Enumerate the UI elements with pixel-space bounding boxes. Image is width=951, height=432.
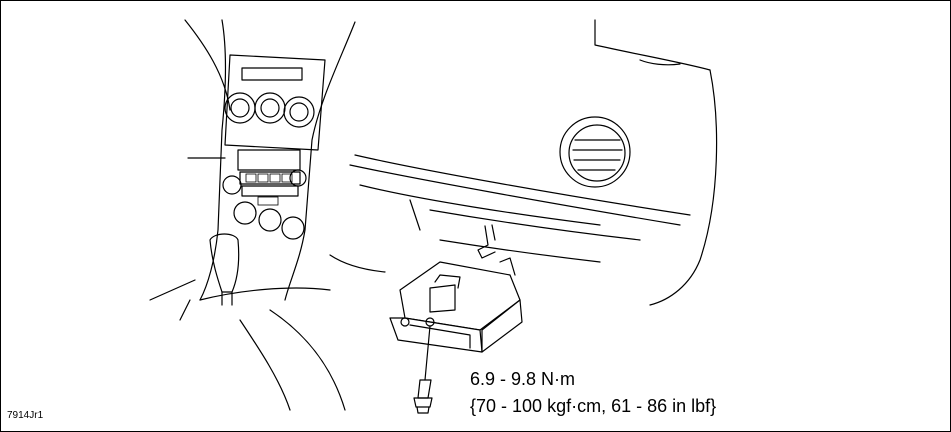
figure-id: 7914Jr1 [7, 410, 44, 421]
center-console [149, 19, 356, 411]
center-vents [224, 92, 315, 128]
torque-spec-alt-units: {70 - 100 kgf·cm, 61 - 86 in lbf} [470, 396, 717, 416]
control-module [389, 224, 523, 353]
dashboard-panel [329, 19, 718, 306]
shift-lever [209, 233, 240, 306]
mounting-bolt [413, 325, 433, 414]
torque-spec-metric: 6.9 - 9.8 N·m [470, 369, 576, 389]
audio-panel [222, 149, 307, 240]
side-air-vent [559, 116, 631, 188]
